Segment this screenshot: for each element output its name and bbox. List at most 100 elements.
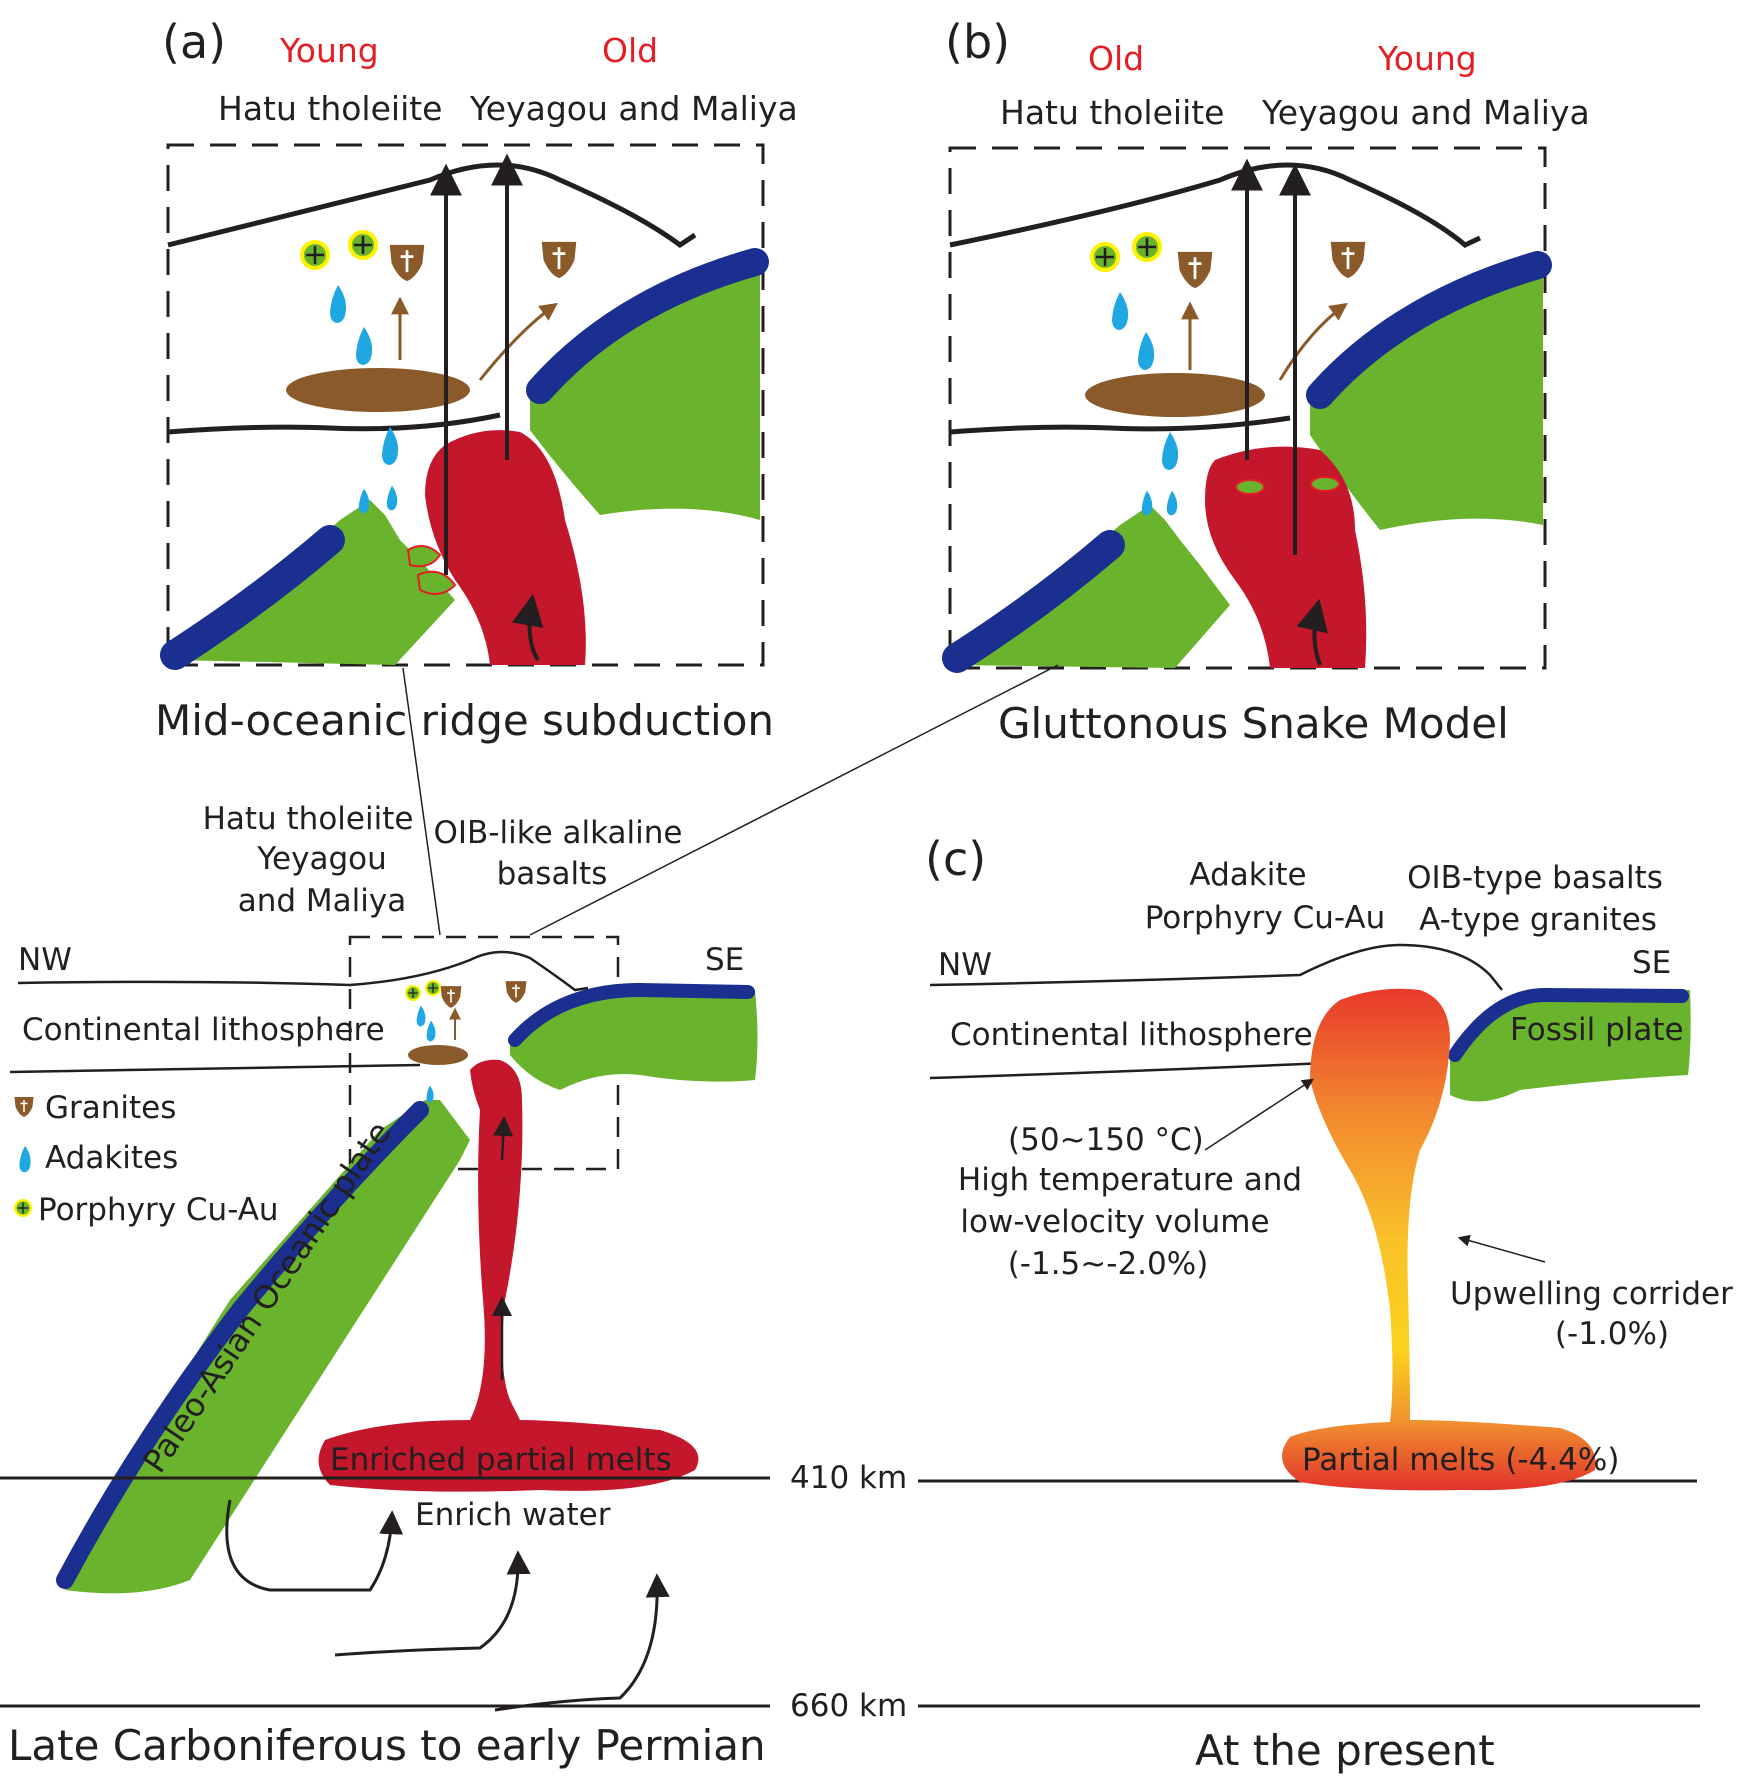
panel-a-adakite-icon [358, 488, 370, 514]
panel-a-granite-icon [388, 243, 426, 283]
panel-a-oib-lenses [406, 545, 457, 595]
legend-porphyry-label: Porphyry Cu-Au [38, 1192, 279, 1228]
panel-b: (b) Old Young Hatu tholeiite Yeyagou and… [942, 15, 1590, 748]
ll-plume-arrow [493, 1116, 514, 1161]
pc-temp-label: (50~150 °C) [1008, 1122, 1204, 1158]
pc-fossil-label: Fossil plate [1510, 1012, 1684, 1048]
ll-subducting-slab [65, 1100, 470, 1594]
pc-adakite-label-2: Porphyry Cu-Au [1145, 900, 1386, 936]
panel-a-granite-arrow [478, 302, 558, 381]
ll-porphyry-icon [425, 980, 441, 996]
panel-b-porphyry-icon [1132, 232, 1162, 262]
ll-adakite-icon [426, 1020, 436, 1042]
panel-a-fossil-crust [526, 248, 769, 404]
panel-b-adakite-icon [1162, 432, 1179, 470]
pc-hot-arrow [1204, 1078, 1315, 1151]
ll-water-arrow [334, 1550, 531, 1657]
panel-b-porphyry-icon [1090, 242, 1120, 272]
depth-660-label: 660 km [790, 1688, 907, 1724]
panel-b-adakite-icon [1141, 490, 1153, 516]
ll-melts-label: Enriched partial melts [330, 1442, 672, 1478]
ll-water-label: Enrich water [415, 1497, 611, 1533]
panel-a-adakite-icon [356, 327, 373, 365]
panel-a-porphyry-icon [348, 230, 378, 260]
ll-plume [318, 1059, 699, 1492]
legend-adakites-label: Adakites [45, 1140, 178, 1176]
pc-oib-label-1: OIB-type basalts [1407, 860, 1663, 896]
panel-b-surface-line [949, 162, 1482, 248]
panel-a-unit-left: Hatu tholeiite [218, 89, 442, 128]
panel-b-adakite-icon [1166, 490, 1178, 516]
ll-nw-label: NW [18, 942, 72, 978]
panel-a-plume-arrow [511, 593, 544, 662]
panel-b-fossil-crust [1306, 251, 1552, 409]
panel-b-slab-crust [942, 530, 1125, 673]
pc-hot-label-3: (-1.5~-2.0%) [1008, 1246, 1209, 1282]
panel-b-frame [948, 146, 1547, 670]
panel-b-adakite-icon [1112, 292, 1129, 330]
ll-oib-label-2: basalts [497, 856, 608, 892]
pc-fossil-crust [1448, 987, 1689, 1062]
ll-granite-icon [505, 980, 527, 1004]
panel-a-fossil-plate [530, 255, 760, 520]
panel-a-granite-melt [286, 368, 470, 412]
pc-plume [1282, 988, 1596, 1491]
ll-se-label: SE [705, 942, 744, 978]
ll-porphyry-icon [405, 985, 421, 1001]
connector-line-a [402, 667, 441, 936]
ll-units-label-1: Hatu tholeiite [203, 801, 414, 837]
panel-a: (a) Young Old Hatu tholeiite Yeyagou and… [155, 15, 798, 745]
ll-caption: Late Carboniferous to early Permian [8, 1721, 766, 1770]
pc-caption: At the present [1195, 1726, 1495, 1775]
connector-line-b [529, 664, 1059, 936]
ll-continental-label: Continental lithosphere [22, 1012, 385, 1048]
panel-b-granite-icon [1329, 240, 1367, 280]
ll-units-label-3: and Maliya [238, 883, 407, 919]
legend-porphyry-icon [14, 1199, 32, 1217]
panel-b-plume [1205, 446, 1367, 668]
panel-a-unit-right: Yeyagou and Maliya [469, 89, 798, 128]
pc-fossil-plate [1450, 990, 1691, 1102]
panel-b-tag: (b) [945, 15, 1010, 69]
ll-water-arrow [494, 1573, 670, 1712]
panel-a-porphyry-icon [300, 240, 330, 270]
ll-oib-label-1: OIB-like alkaline [434, 815, 683, 851]
panel-b-fossil-plate [1310, 258, 1543, 530]
pc-corridor-label-2: (-1.0%) [1555, 1316, 1669, 1352]
ll-slab-crust [56, 1101, 429, 1589]
pc-se-label: SE [1632, 945, 1671, 981]
pc-hot-label-1: High temperature and [958, 1162, 1302, 1198]
pc-oib-label-2: A-type granites [1419, 902, 1657, 938]
panel-b-moho-line [949, 415, 1291, 435]
panel-a-granite-icon [540, 240, 578, 280]
legend: Granites Adakites Porphyry Cu-Au [14, 1090, 279, 1228]
legend-granite-icon [14, 1096, 34, 1118]
pc-corridor-label-1: Upwelling corrider [1450, 1276, 1733, 1312]
panel-b-oib-lens [1310, 476, 1340, 492]
panel-a-tag: (a) [162, 15, 226, 69]
ll-granite-melt [408, 1045, 468, 1065]
ll-adakite-icon [416, 1005, 426, 1027]
panel-a-plume [425, 430, 586, 665]
panel-a-moho-line [167, 412, 501, 435]
panel-b-age-left: Old [1088, 39, 1144, 78]
panel-a-adakite-icon [330, 285, 347, 323]
pc-hot-label-2: low-velocity volume [960, 1204, 1269, 1240]
ll-units-label-2: Yeyagou [256, 841, 387, 877]
depth-markers: 410 km 660 km [0, 1460, 1700, 1724]
pc-continental-label: Continental lithosphere [950, 1017, 1313, 1053]
panel-b-unit-left: Hatu tholeiite [1000, 93, 1224, 132]
ll-adakite-icon [426, 1085, 434, 1103]
panel-b-plume-arrow [1296, 598, 1328, 666]
ll-water-arrow [225, 1499, 404, 1592]
legend-granites-label: Granites [45, 1090, 176, 1126]
lower-left-section: Hatu tholeiite Yeyagou and Maliya OIB-li… [8, 801, 766, 1770]
panel-a-caption: Mid-oceanic ridge subduction [155, 696, 774, 745]
panel-b-granite-icon [1176, 250, 1214, 290]
panel-c-tag: (c) [925, 832, 986, 886]
panel-b-granite-arrow [1278, 302, 1348, 381]
ll-surface-line [17, 950, 589, 992]
panel-b-granite-melt [1085, 373, 1265, 417]
